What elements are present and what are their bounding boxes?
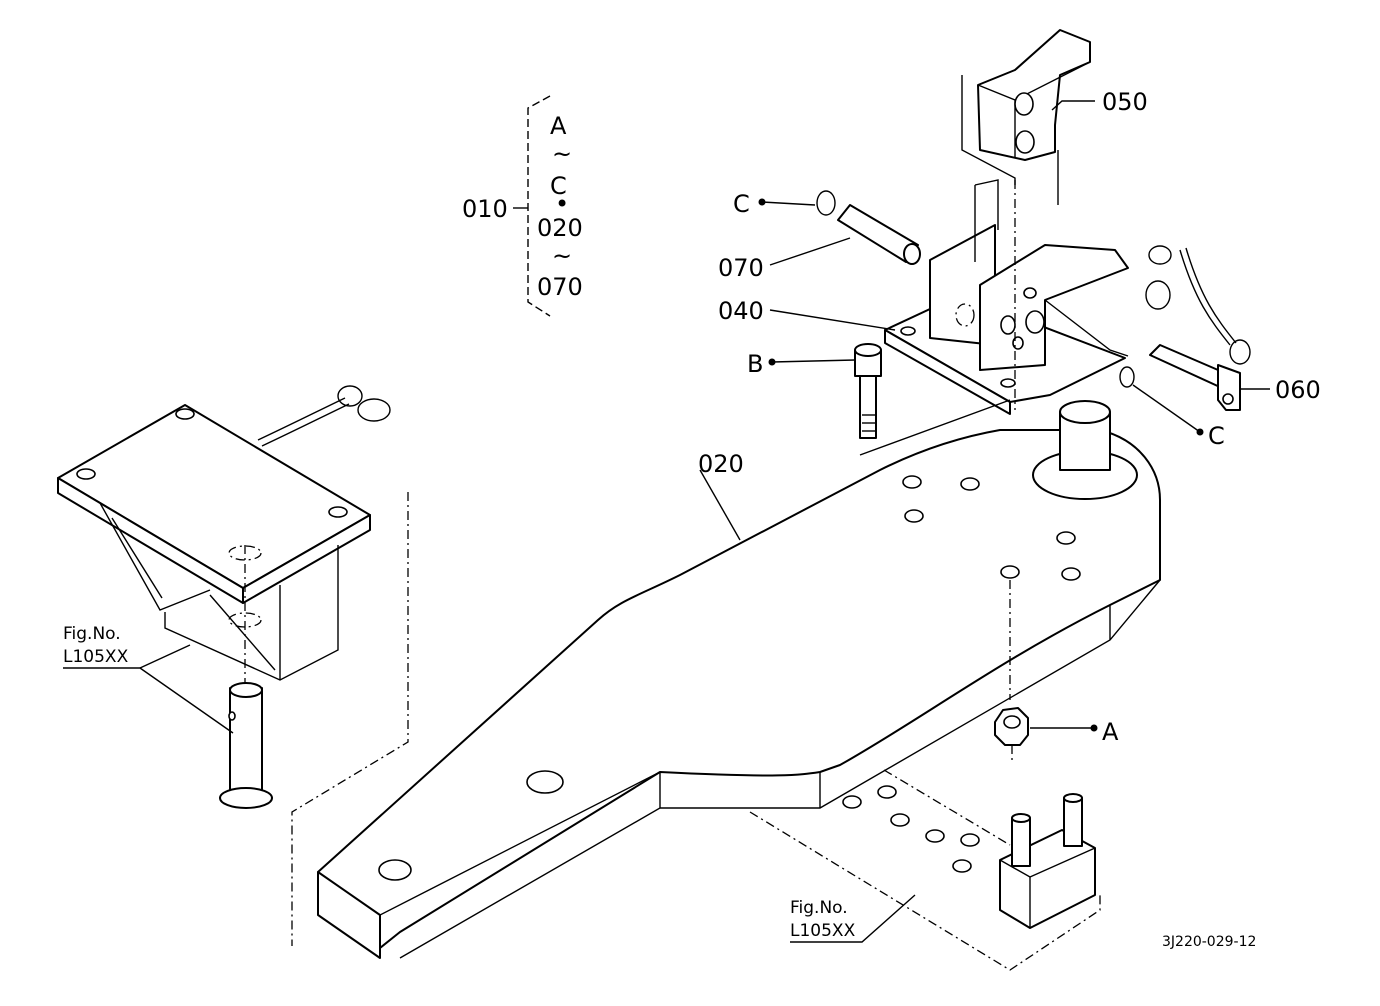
ref-c-top: C — [733, 190, 750, 218]
callout-020: 020 — [698, 450, 744, 478]
range-line-4: • — [555, 190, 569, 218]
fig-ref-left-line2: L105XX — [63, 647, 129, 667]
support-chain — [257, 385, 391, 447]
nut-a — [994, 580, 1029, 760]
bolt-b — [854, 343, 882, 439]
drawing-code: 3J220-029-12 — [1162, 934, 1256, 950]
ref-a: A — [1102, 718, 1119, 746]
ref-c-bottom: C — [1208, 422, 1225, 450]
range-line-3: C — [550, 172, 567, 200]
callout-050: 050 — [1102, 88, 1148, 116]
callout-040: 040 — [718, 297, 764, 325]
range-line-1: A — [550, 112, 567, 140]
mount-plate — [749, 769, 1101, 971]
leader-lines — [63, 95, 1270, 943]
support-frame — [57, 404, 371, 800]
range-line-7: 070 — [537, 273, 583, 301]
range-line-2: ~ — [552, 140, 572, 168]
callout-labels: 010 A ~ C • 020 ~ 070 050 070 040 060 02… — [63, 88, 1321, 950]
ref-b: B — [747, 350, 763, 378]
range-line-5: 020 — [537, 214, 583, 242]
pin-070 — [816, 190, 921, 265]
left-bracket-outline — [291, 492, 409, 946]
fig-ref-bottom-line1: Fig.No. — [790, 898, 848, 918]
hook-block — [961, 29, 1091, 410]
range-line-6: ~ — [552, 242, 572, 270]
support-pin — [219, 682, 273, 809]
callout-010: 010 — [462, 195, 508, 223]
fig-ref-left-line1: Fig.No. — [63, 624, 121, 644]
lock-pin-060 — [1119, 245, 1251, 411]
drawbar — [317, 400, 1161, 959]
bracket — [859, 179, 1129, 456]
callout-070: 070 — [718, 254, 764, 282]
fig-ref-bottom-line2: L105XX — [790, 921, 856, 941]
callout-060: 060 — [1275, 376, 1321, 404]
